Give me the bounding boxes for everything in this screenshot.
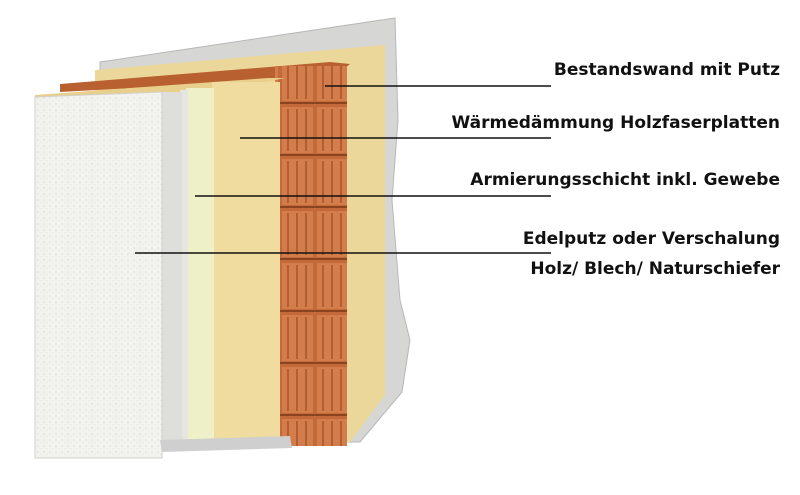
render-layer	[34, 91, 163, 459]
label-finish-line2: Holz/ Blech/ Naturschiefer	[530, 259, 780, 279]
insulation-layer	[212, 82, 280, 444]
label-existing-wall: Bestandswand mit Putz	[553, 60, 780, 80]
base-profile	[160, 436, 292, 452]
mesh-layer	[180, 90, 188, 444]
base-coat-layer	[160, 92, 182, 448]
label-insulation: Wärmedämmung Holzfaserplatten	[451, 113, 781, 133]
reinforcement-layer	[186, 88, 214, 444]
label-reinforcement: Armierungsschicht inkl. Gewebe	[470, 170, 780, 190]
label-finish-line1: Edelputz oder Verschalung	[522, 229, 780, 249]
brick-wall-layer	[275, 66, 347, 446]
